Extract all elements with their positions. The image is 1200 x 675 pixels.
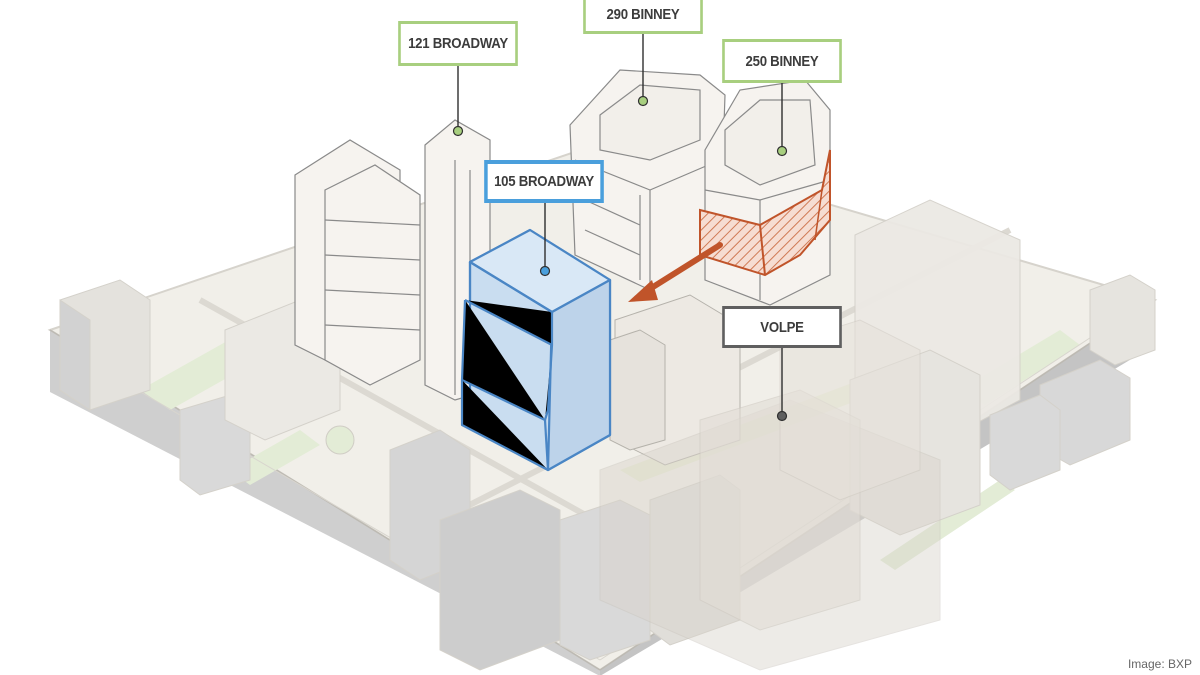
marker-290-binney xyxy=(637,95,649,107)
label-volpe-text: VOLPE xyxy=(760,318,804,336)
building-105-broadway xyxy=(460,228,612,472)
context-buildings xyxy=(59,199,1156,671)
marker-121-broadway xyxy=(452,125,464,137)
label-290-binney: 290 BINNEY xyxy=(583,0,703,34)
marker-105-broadway xyxy=(539,265,551,277)
label-121-broadway: 121 BROADWAY xyxy=(398,21,518,66)
label-250-binney: 250 BINNEY xyxy=(722,39,842,83)
label-105-broadway: 105 BROADWAY xyxy=(484,160,604,203)
relocation-arrow xyxy=(628,242,723,302)
250-binney-addition-hatched xyxy=(699,149,831,277)
building-121-broadway xyxy=(294,119,491,401)
building-volpe xyxy=(599,319,941,671)
marker-volpe xyxy=(776,410,788,422)
marker-250-binney xyxy=(776,145,788,157)
label-250-binney-text: 250 BINNEY xyxy=(745,52,819,70)
markers xyxy=(452,95,788,422)
image-credit: Image: BXP xyxy=(1127,657,1192,671)
building-290-binney xyxy=(569,69,726,291)
leader-lines xyxy=(457,34,783,415)
label-105-broadway-text: 105 BROADWAY xyxy=(494,173,594,190)
label-121-broadway-text: 121 BROADWAY xyxy=(408,35,508,52)
label-290-binney-text: 290 BINNEY xyxy=(606,6,680,23)
label-volpe: VOLPE xyxy=(722,306,842,348)
